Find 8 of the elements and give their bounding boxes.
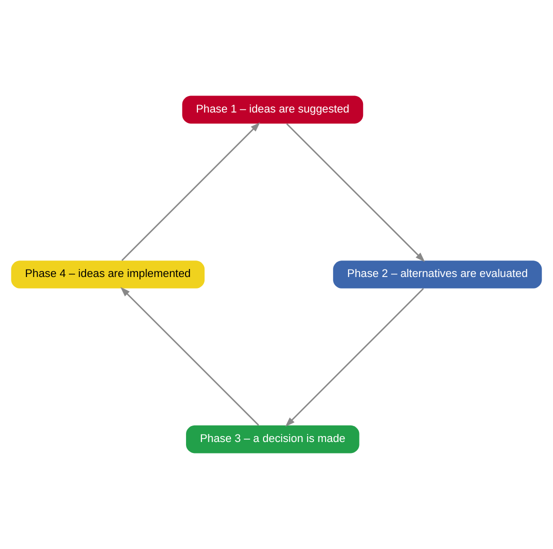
- node-box: Phase 2 – alternatives are evaluated: [333, 260, 542, 288]
- node-box: Phase 3 – a decision is made: [186, 425, 360, 454]
- arrow: [286, 123, 425, 262]
- node-box: Phase 4 – ideas are implemented: [11, 260, 205, 288]
- arrow: [285, 288, 424, 427]
- arrow: [121, 122, 260, 261]
- arrow: [120, 287, 260, 426]
- node-box: Phase 1 – ideas are suggested: [182, 96, 364, 124]
